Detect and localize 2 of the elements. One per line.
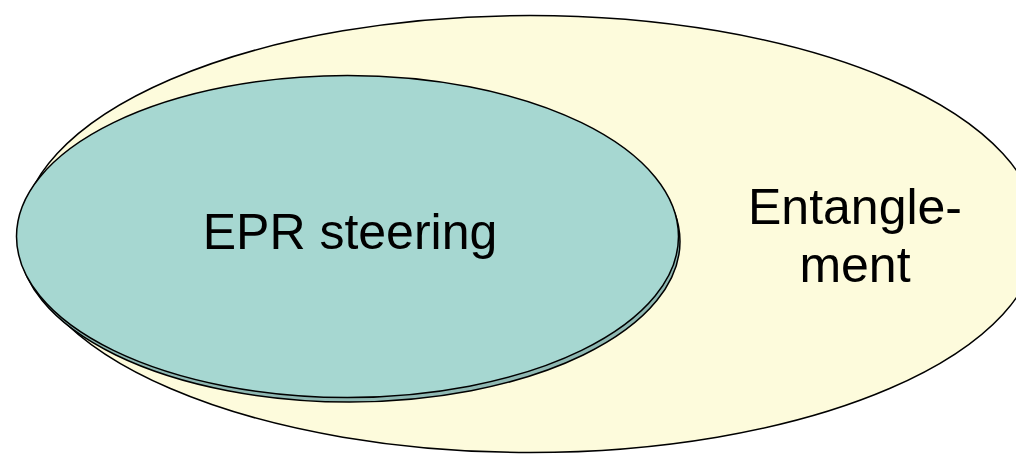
- region-label: Entangle- ment: [746, 179, 963, 294]
- region-label: EPR steering: [201, 204, 499, 262]
